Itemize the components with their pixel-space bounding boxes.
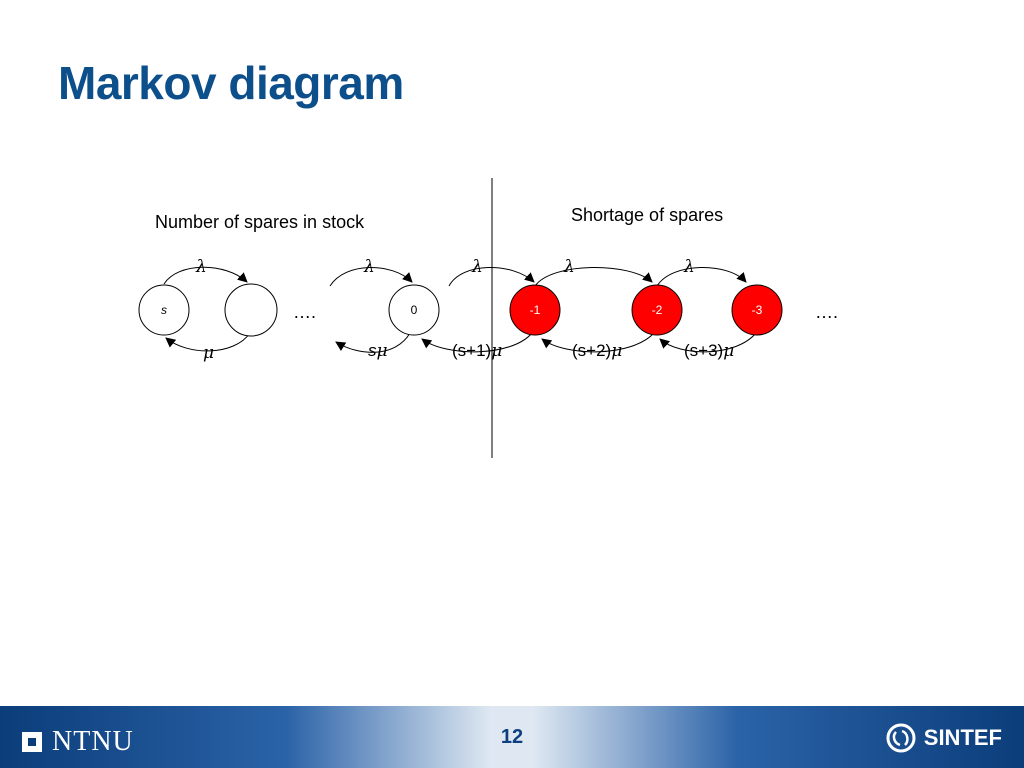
sintef-logo-text: SINTEF xyxy=(923,725,1002,750)
lambda-arrow-s-to-next xyxy=(163,266,248,285)
state-circle xyxy=(731,284,783,336)
lambda-label: λ xyxy=(471,257,483,277)
mu-arrow-minus2-to-minus1 xyxy=(541,332,655,353)
state-circle xyxy=(138,284,190,336)
service-rate-coefficient: (s+3) xyxy=(684,341,723,360)
ntnu-logo: NTNU xyxy=(22,726,134,758)
lambda-label: λ xyxy=(195,257,207,277)
lambda-label: λ xyxy=(363,257,375,277)
lambda-arrow-minus1-to-minus2 xyxy=(534,267,653,287)
lambda-arrow-minus2-to-minus3 xyxy=(656,266,747,287)
stock-heading: Number of spares in stock xyxy=(155,212,365,232)
service-rate-coefficient: (s+1) xyxy=(452,341,491,360)
state-label: s xyxy=(161,303,167,317)
mu-arrow-0-to-prev xyxy=(335,332,411,353)
shortage-heading: Shortage of spares xyxy=(571,205,723,225)
mu-symbol: μ xyxy=(611,341,622,361)
mu-symbol: μ xyxy=(203,343,214,363)
mu-symbol: μ xyxy=(491,341,502,361)
state-label: -2 xyxy=(652,303,663,317)
state-circle xyxy=(388,284,440,336)
state-unlabeled xyxy=(224,283,278,337)
mu-label: μ xyxy=(203,343,214,363)
sintef-logo: SINTEF xyxy=(886,723,1002,753)
mu-symbol: μ xyxy=(377,341,388,361)
state-minus-1: -1 xyxy=(509,284,561,336)
state-0: 0 xyxy=(388,284,440,336)
markov-diagram: Number of spares in stock Shortage of sp… xyxy=(138,178,838,458)
service-rate-coefficient: (s+2) xyxy=(572,341,611,360)
mu-arrow-next-to-s xyxy=(165,332,251,352)
state-circle xyxy=(631,284,683,336)
mu-label: sμ xyxy=(368,341,388,361)
mu-label: (s+3)μ xyxy=(684,341,734,361)
page-number: 12 xyxy=(500,726,524,748)
service-rate-coefficient: s xyxy=(368,341,377,360)
state-s: s xyxy=(138,284,190,336)
ellipsis-right: …. xyxy=(815,302,838,322)
footer-bar: NTNU 12 SINTEF xyxy=(0,706,1024,768)
state-label: -3 xyxy=(752,303,763,317)
lambda-label: λ xyxy=(563,257,575,277)
state-minus-3: -3 xyxy=(731,284,783,336)
lambda-arrow-0-to-minus1 xyxy=(448,266,535,287)
ntnu-logo-text: NTNU xyxy=(52,726,134,757)
ntnu-mark-icon xyxy=(22,732,42,752)
slide-title: Markov diagram xyxy=(58,57,404,109)
state-label: -1 xyxy=(530,303,541,317)
mu-label: (s+1)μ xyxy=(452,341,502,361)
state-minus-2: -2 xyxy=(631,284,683,336)
lambda-label: λ xyxy=(683,257,695,277)
mu-arrow-minus1-to-0 xyxy=(421,332,533,353)
state-circle xyxy=(509,284,561,336)
sintef-swirl-icon xyxy=(886,723,916,753)
mu-symbol: μ xyxy=(723,341,734,361)
mu-arrow-minus3-to-minus2 xyxy=(659,332,757,353)
ellipsis-left: …. xyxy=(293,302,316,322)
lambda-arrow-to-0 xyxy=(329,266,413,287)
state-circle xyxy=(224,283,278,337)
state-label: 0 xyxy=(411,303,418,317)
mu-label: (s+2)μ xyxy=(572,341,622,361)
